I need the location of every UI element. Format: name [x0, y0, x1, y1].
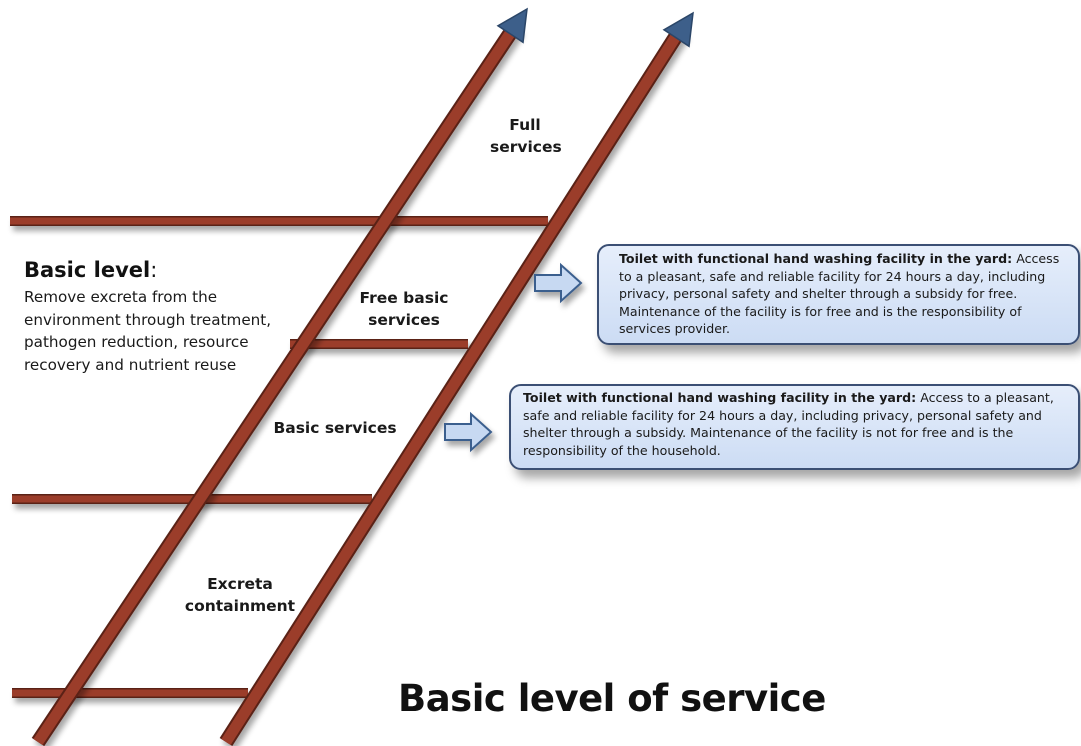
step-label-basic-services: Basic services	[273, 419, 397, 437]
box-title-colon: :	[911, 390, 917, 405]
basic-level-text: Remove excreta from the environment thro…	[24, 288, 272, 374]
free-basic-services-info-box: Toilet with functional hand washing faci…	[597, 244, 1080, 345]
basic-level-colon: :	[150, 258, 158, 282]
step-label-free-basic-services: Free basic services	[359, 289, 449, 329]
left-rail	[33, 22, 520, 746]
box-title-colon: :	[1007, 251, 1013, 266]
basic-level-heading: Basic level	[24, 258, 151, 282]
box-title: Toilet with functional hand washing faci…	[619, 251, 1008, 266]
step-label-full-services: Full services	[490, 116, 562, 156]
basic-level-description: Basic level: Remove excreta from the env…	[24, 256, 284, 376]
box-text: Access to a pleasant, safe and reliable …	[619, 251, 1060, 336]
basic-services-pointer-arrow	[444, 411, 493, 453]
step-label-excreta-containment: Excreta containment	[184, 575, 296, 615]
basic-services-info-box: Toilet with functional hand washing faci…	[509, 384, 1080, 470]
box-title: Toilet with functional hand washing faci…	[523, 390, 912, 405]
right-rail	[221, 27, 685, 745]
diagram-title: Basic level of service	[398, 677, 826, 720]
box-text: Access to a pleasant, safe and reliable …	[523, 390, 1054, 458]
right-rail-arrowhead	[662, 11, 694, 48]
free-services-pointer-arrow	[534, 262, 583, 304]
left-rail-arrowhead	[496, 7, 528, 44]
